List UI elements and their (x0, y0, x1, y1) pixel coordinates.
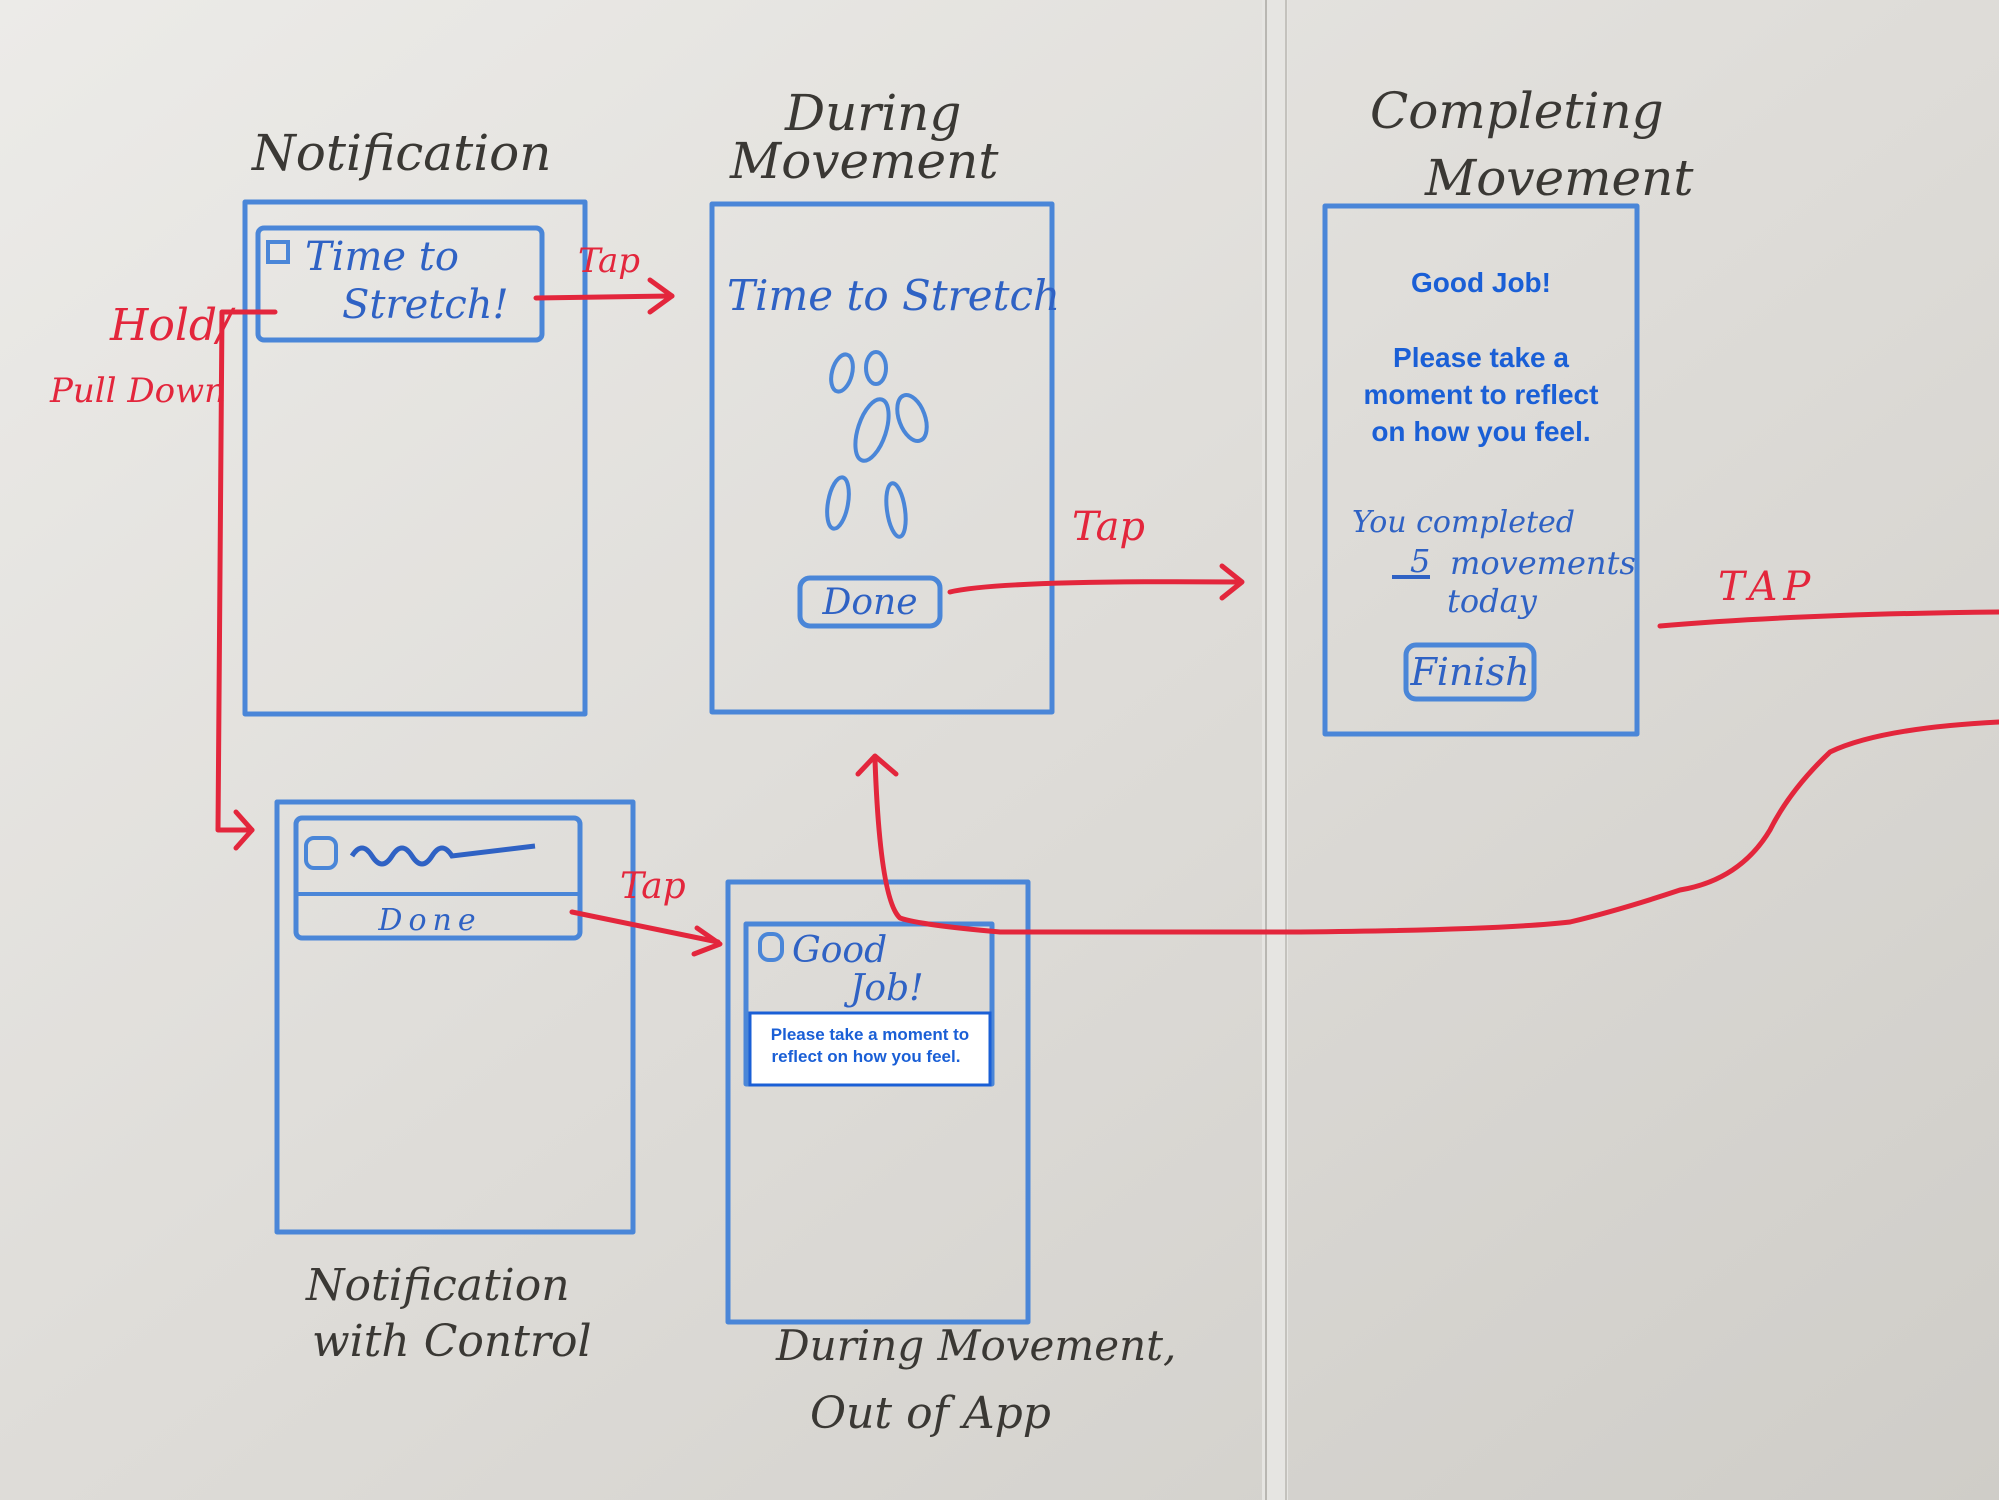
tap-label-3: Tap (620, 866, 686, 907)
title-completing-line1: Completing (1370, 82, 1664, 140)
arrow-hold-pull-down (215, 309, 278, 833)
control-screen-frame (274, 799, 636, 1235)
hold-label: Hold/ (109, 300, 236, 351)
done-button[interactable] (797, 575, 943, 629)
completed-line2: movements (1450, 544, 1636, 582)
done-button-label: Done (821, 582, 917, 623)
title-during-line1: During (784, 84, 961, 142)
out-of-app-reflect1: Please take a moment to (771, 1025, 969, 1044)
arrow-tap-control (569, 909, 721, 945)
arrow-tap-notification (533, 293, 675, 301)
scribble-text-placeholder (349, 843, 536, 867)
arrowhead (1219, 563, 1245, 601)
label-notification-control-1: Notification (305, 1260, 570, 1311)
completed-line3: today (1447, 582, 1538, 620)
typed-reflect-box (748, 1011, 992, 1087)
notification-line2: Stretch! (342, 282, 509, 328)
expanded-notification[interactable] (293, 815, 583, 941)
tap-label-4: TAP (1718, 564, 1816, 610)
arrow-tap-finish (1657, 609, 1999, 629)
reflect-line1: Please take a (1393, 342, 1569, 373)
out-of-app-reflect2: reflect on how you feel. (772, 1047, 961, 1066)
app-icon-box (304, 836, 338, 870)
good-job-heading: Good Job! (1411, 267, 1551, 298)
label-out-of-app-1: During Movement, (775, 1321, 1176, 1370)
title-notification: Notification (251, 124, 552, 182)
title-completing-line2: Movement (1424, 149, 1694, 207)
arrow-return-to-movement (872, 719, 1999, 935)
completed-line1: You completed (1352, 505, 1575, 540)
out-of-app-line2: Job! (843, 968, 924, 1009)
tap-label-1: Tap (578, 241, 640, 281)
completing-screen-frame (1322, 203, 1640, 737)
during-title: Time to Stretch (727, 271, 1060, 320)
reflect-line3: on how you feel. (1371, 416, 1590, 447)
app-icon-box (758, 932, 784, 962)
label-out-of-app-2: Out of App (810, 1388, 1051, 1439)
out-of-app-line1: Good (792, 930, 887, 971)
arrowhead (647, 277, 675, 315)
control-done-button[interactable]: Done (377, 903, 481, 938)
app-icon-box (266, 240, 290, 264)
out-of-app-screen-frame (725, 879, 1031, 1325)
title-during-line2: Movement (729, 132, 999, 190)
notification-line1: Time to (305, 234, 459, 280)
notification-screen-frame (242, 199, 588, 717)
pull-down-label: Pull Down (49, 371, 226, 411)
arrowhead (855, 753, 899, 777)
finish-button[interactable] (1403, 642, 1537, 702)
label-notification-control-2: with Control (312, 1316, 592, 1367)
arrowhead (233, 809, 255, 851)
arrow-tap-done (947, 579, 1243, 595)
finish-button-label: Finish (1409, 650, 1529, 694)
reflect-line2: moment to reflect (1364, 379, 1599, 410)
notification-banner[interactable] (255, 225, 545, 343)
tap-label-2: Tap (1072, 504, 1145, 550)
arrowhead (691, 925, 723, 957)
during-screen-frame (709, 201, 1055, 715)
stretch-figure-icon (825, 350, 929, 539)
completed-count: 5 (1410, 542, 1430, 580)
